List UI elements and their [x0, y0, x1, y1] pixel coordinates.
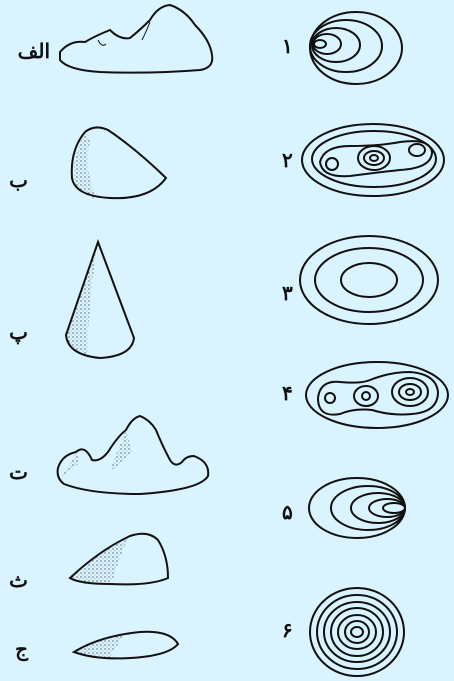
- shape-label-se: ث: [9, 568, 28, 592]
- contour-label-6: ۶: [282, 618, 293, 642]
- concentric-cone-contour-icon: [310, 588, 404, 676]
- cone-hill-icon: [66, 242, 134, 358]
- double-peak-contour-icon: [306, 362, 448, 428]
- contour-label-5: ۵: [282, 500, 293, 524]
- shape-label-be: ب: [9, 168, 28, 192]
- shape-label-pe: پ: [9, 320, 28, 344]
- gentle-slope-hill-icon: [70, 534, 168, 585]
- steep-edge-contour-icon: [309, 478, 405, 538]
- low-elongated-hill-icon: [74, 632, 178, 659]
- shape-label-te: ت: [9, 460, 28, 484]
- contour-label-4: ۴: [282, 381, 293, 405]
- contour-label-1: ۱: [282, 34, 293, 58]
- shape-label-je: ج: [15, 637, 28, 661]
- off-center-contour-icon: [310, 12, 402, 84]
- rounded-hill-icon: [72, 127, 166, 198]
- single-peak-contour-icon: [300, 236, 438, 324]
- shape-label-alef: الف: [18, 39, 50, 63]
- twin-peak-mountain-icon: [58, 416, 209, 494]
- mountain-range-icon: [60, 5, 212, 73]
- contour-label-2: ۲: [282, 148, 293, 172]
- three-peak-contour-icon: [302, 124, 444, 196]
- contour-label-3: ۳: [282, 281, 293, 305]
